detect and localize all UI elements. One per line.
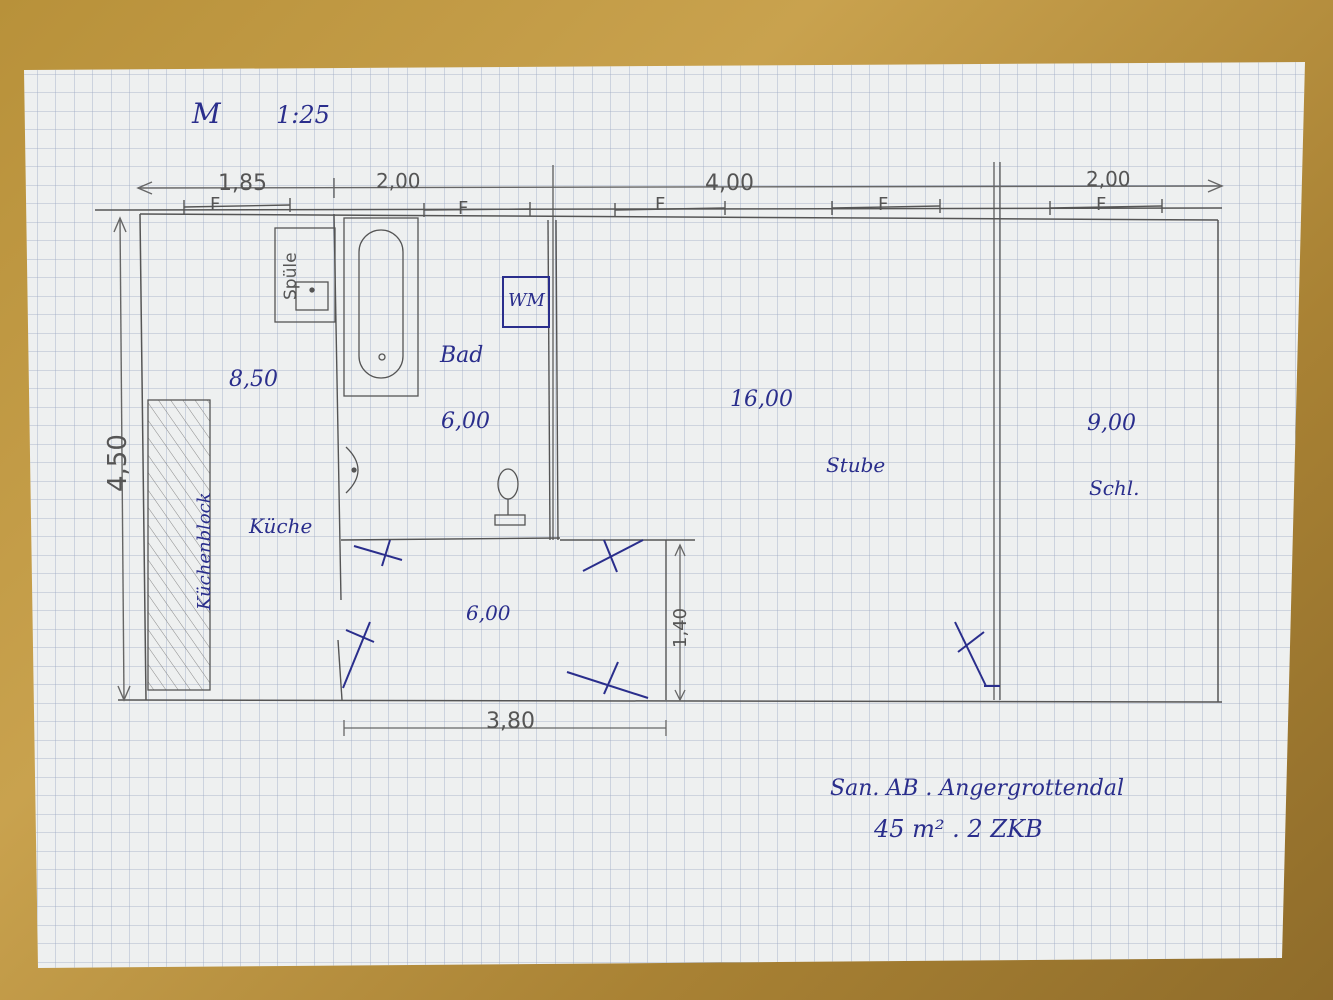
bedroom-area: 9,00 [1087,411,1136,436]
door-swings [342,539,1000,699]
top-dimension-line [136,162,1224,700]
hall-width-dimension: 3,80 [486,709,535,734]
hall-depth-dimension: 1,40 [670,608,691,648]
sink-label: Spüle [281,252,301,300]
dimension-2-00-bath: 2,00 [376,169,421,193]
scale-value: 1:25 [276,101,330,129]
scale-prefix: M [191,97,222,130]
window-mark-bedroom: F [1096,194,1106,215]
window-mark-living-1: F [655,194,665,215]
bathtub [343,217,419,397]
washing-machine: WM [502,276,550,328]
caption-line-2: 45 m² . 2 ZKB [873,815,1043,843]
hall-dimension-lines [343,543,686,736]
window-mark-living-2: F [878,194,888,215]
caption-line-1: San. AB . Angergrottendal [830,776,1124,801]
outer-walls [94,207,1223,703]
dimension-4-00: 4,00 [705,171,754,196]
dimension-2-00-bedroom: 2,00 [1086,167,1131,191]
kitchen-area: 8,50 [229,367,278,392]
window-marks [183,198,1163,217]
kitchen-block [147,399,211,691]
kitchen-name: Küche [248,514,312,538]
window-mark-bath: F [458,198,468,219]
sink-fixture [274,227,336,323]
washing-machine-label: WM [508,290,546,311]
toilet [494,468,526,526]
washbasin [345,446,359,494]
bath-area: 6,00 [441,409,490,434]
dimension-1-85: 1,85 [218,171,267,196]
bath-name: Bad [439,343,483,368]
dimension-4-50: 4,50 [103,434,133,492]
hall-area: 6,00 [466,601,511,625]
kitchen-block-label: Küchenblock [194,492,215,611]
bedroom-name: Schl. [1089,476,1140,500]
living-name: Stube [826,453,885,477]
living-area: 16,00 [730,387,793,412]
side-dimension-line [113,216,131,702]
window-mark-kitchen: F [210,194,220,215]
